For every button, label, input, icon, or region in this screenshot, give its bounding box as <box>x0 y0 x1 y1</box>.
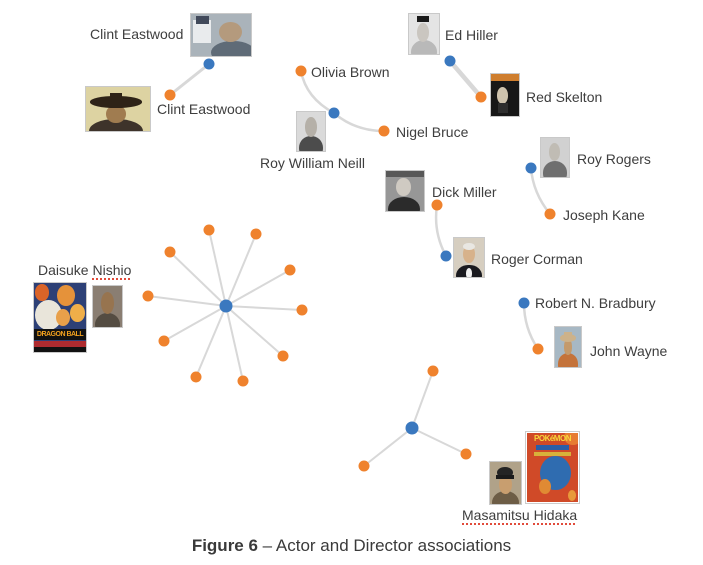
edge-roy-william-neill--nigel-bruce <box>332 111 386 133</box>
edge-hub-left--star-3 <box>169 251 227 307</box>
edge-hub-left--star-6 <box>225 305 303 311</box>
figure-title: – Actor and Director associations <box>257 536 512 555</box>
edge-hub-left--daisuke-nishio <box>147 295 227 307</box>
edge-robert-n-bradbury--john-wayne <box>522 301 540 351</box>
edge-hub-bottom--masamitsu-hidaka <box>411 427 467 455</box>
edge-hub-bottom--bottom-sat-left <box>363 427 413 467</box>
edge-ed-hiller--red-skelton <box>447 58 484 100</box>
edge-hub-left--star-9 <box>195 305 227 378</box>
edge-hub-left--star-2 <box>225 233 257 307</box>
edge-dick-miller--roger-corman <box>434 203 448 258</box>
edge-hub-left--star-1 <box>208 229 227 307</box>
edge-olivia-brown--roy-william-neill <box>299 69 336 115</box>
edge-hub-left--star-8 <box>225 305 284 357</box>
edge-hub-bottom--bottom-sat-top <box>411 370 434 429</box>
edge-hub-left--star-10 <box>225 305 244 382</box>
edge-hub-left--star-7 <box>163 305 227 342</box>
figure-caption: Figure 6 – Actor and Director associatio… <box>0 536 703 556</box>
edge-clint-eastwood-director--clint-eastwood-actor <box>168 62 211 97</box>
edge-hub-left--star-4 <box>225 269 291 307</box>
edge-roy-rogers--joseph-kane <box>529 166 552 216</box>
figure-number: Figure 6 <box>191 536 258 555</box>
